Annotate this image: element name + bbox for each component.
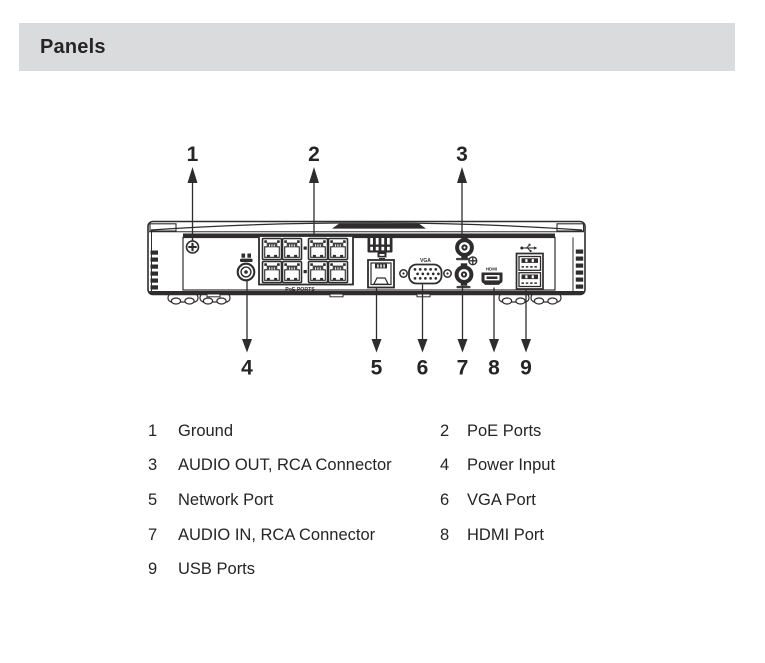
hdmi-label: HDMI xyxy=(486,267,497,272)
callout-5: 5 xyxy=(371,288,383,380)
legend-label: VGA Port xyxy=(467,490,536,509)
legend-label: Power Input xyxy=(467,456,556,475)
callout-1: 1 xyxy=(187,143,199,242)
arrow-down-icon xyxy=(371,339,382,353)
poe-ports-label: PoE PORTS xyxy=(285,287,315,293)
legend-number: 3 xyxy=(148,456,158,475)
arrow-down-icon xyxy=(457,339,468,353)
vga-label: VGA xyxy=(420,258,431,264)
audio-in-rca xyxy=(454,263,474,289)
legend-number: 9 xyxy=(148,560,158,579)
callout-8-number: 8 xyxy=(488,357,500,380)
poe-ports: PoE PORTS xyxy=(258,235,354,293)
right-end-cap xyxy=(556,223,585,291)
audio-out-rca xyxy=(455,236,474,261)
legend-number: 8 xyxy=(440,525,450,544)
legend-label: USB Ports xyxy=(178,560,256,579)
callout-4: 4 xyxy=(241,281,253,380)
callout-5-number: 5 xyxy=(371,357,383,380)
panel-screw xyxy=(468,256,478,266)
network-icon xyxy=(377,252,387,260)
arrow-up-icon xyxy=(309,167,319,183)
legend-label: AUDIO OUT, RCA Connector xyxy=(178,456,392,475)
power-input-connector xyxy=(236,253,256,282)
callout-6-number: 6 xyxy=(417,357,429,380)
legend-number: 7 xyxy=(148,525,158,544)
legend-number: 2 xyxy=(440,421,450,440)
arrow-down-icon xyxy=(521,339,531,353)
network-port xyxy=(367,252,395,289)
callout-7: 7 xyxy=(457,286,469,380)
arrow-up-icon xyxy=(457,167,467,183)
callout-1-number: 1 xyxy=(187,143,199,166)
callout-3: 3 xyxy=(456,143,468,238)
dc-power-icon xyxy=(240,253,253,262)
terminal-block xyxy=(367,236,393,253)
hdmi-port: HDMI xyxy=(481,267,503,285)
legend-number: 6 xyxy=(440,490,450,509)
callout-6: 6 xyxy=(417,284,429,380)
callout-2: 2 xyxy=(308,143,320,237)
callout-4-number: 4 xyxy=(241,357,253,380)
callout-7-number: 7 xyxy=(457,357,469,380)
arrow-down-icon xyxy=(489,339,499,353)
arrow-up-icon xyxy=(187,167,198,183)
legend-label: PoE Ports xyxy=(467,421,542,440)
legend-number: 1 xyxy=(148,421,158,440)
legend-number: 4 xyxy=(440,456,450,475)
rear-panel-diagram: PoE PORTS xyxy=(147,143,586,380)
legend-label: AUDIO IN, RCA Connector xyxy=(178,525,376,544)
callout-2-number: 2 xyxy=(308,143,320,166)
top-handle-recess xyxy=(332,223,426,229)
vga-port: VGA xyxy=(399,258,452,285)
usb-ports xyxy=(515,243,544,290)
legend-label: HDMI Port xyxy=(467,525,545,544)
callout-9: 9 xyxy=(520,290,532,380)
usb-icon xyxy=(520,243,538,253)
callout-3-number: 3 xyxy=(456,143,468,166)
legend-label: Network Port xyxy=(178,490,274,509)
left-end-cap xyxy=(149,223,177,291)
device-chassis xyxy=(147,220,586,298)
section-header-bar: Panels xyxy=(19,23,735,71)
callout-9-number: 9 xyxy=(520,357,532,380)
callout-8: 8 xyxy=(488,287,500,380)
legend-table: 1 Ground 2 PoE Ports 3 AUDIO OUT, RCA Co… xyxy=(148,414,628,587)
page-title: Panels xyxy=(40,35,106,58)
arrow-down-icon xyxy=(417,339,428,353)
legend-number: 5 xyxy=(148,490,158,509)
arrow-down-icon xyxy=(242,339,252,353)
legend-label: Ground xyxy=(178,421,234,440)
